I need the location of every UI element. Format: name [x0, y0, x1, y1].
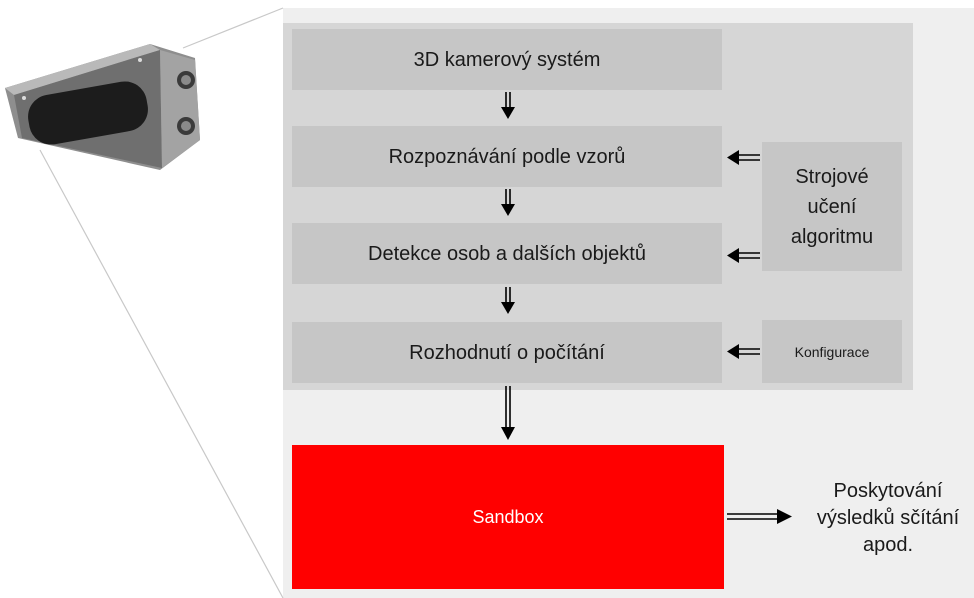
- camera-system-label: 3D kamerový systém: [413, 48, 601, 71]
- pattern-recognition-label: Rozpoznávání podle vzorů: [388, 145, 626, 168]
- arrow-decision-to-sandbox: [501, 386, 515, 440]
- camera-system-box: 3D kamerový systém: [292, 29, 722, 90]
- counting-decision-label: Rozhodnutí o počítání: [409, 341, 605, 364]
- output-line-3: apod.: [862, 534, 914, 556]
- pattern-recognition-box: Rozpoznávání podle vzorů: [292, 126, 722, 187]
- arrow-sandbox-to-output: [727, 509, 792, 524]
- detection-box: Detekce osob a dalších objektů: [292, 223, 722, 284]
- arrow-ml-to-detection: [727, 248, 760, 263]
- machine-learning-line-1: Strojové: [795, 165, 869, 188]
- arrow-camera-to-pattern: [501, 92, 515, 119]
- projection-line-bottom: [39, 149, 284, 598]
- configuration-label: Konfigurace: [794, 343, 870, 360]
- output-text: Poskytování výsledků sčítání apod.: [802, 478, 974, 559]
- arrow-detection-to-decision: [501, 287, 515, 314]
- output-line-1: Poskytování: [833, 480, 943, 502]
- arrow-ml-to-pattern: [727, 150, 760, 165]
- arrow-configuration-to-decision: [727, 344, 760, 359]
- camera-icon: [5, 44, 200, 170]
- machine-learning-line-2: učení: [807, 195, 857, 218]
- machine-learning-line-3: algoritmu: [790, 225, 874, 248]
- projection-line-top: [182, 7, 284, 49]
- configuration-box: Konfigurace: [762, 320, 902, 383]
- sandbox-box: Sandbox: [292, 445, 724, 589]
- machine-learning-box: Strojové učení algoritmu: [762, 142, 902, 271]
- output-line-2: výsledků sčítání: [816, 507, 960, 529]
- arrow-pattern-to-detection: [501, 189, 515, 216]
- detection-label: Detekce osob a dalších objektů: [368, 242, 646, 265]
- counting-decision-box: Rozhodnutí o počítání: [292, 322, 722, 383]
- sandbox-label: Sandbox: [472, 506, 544, 527]
